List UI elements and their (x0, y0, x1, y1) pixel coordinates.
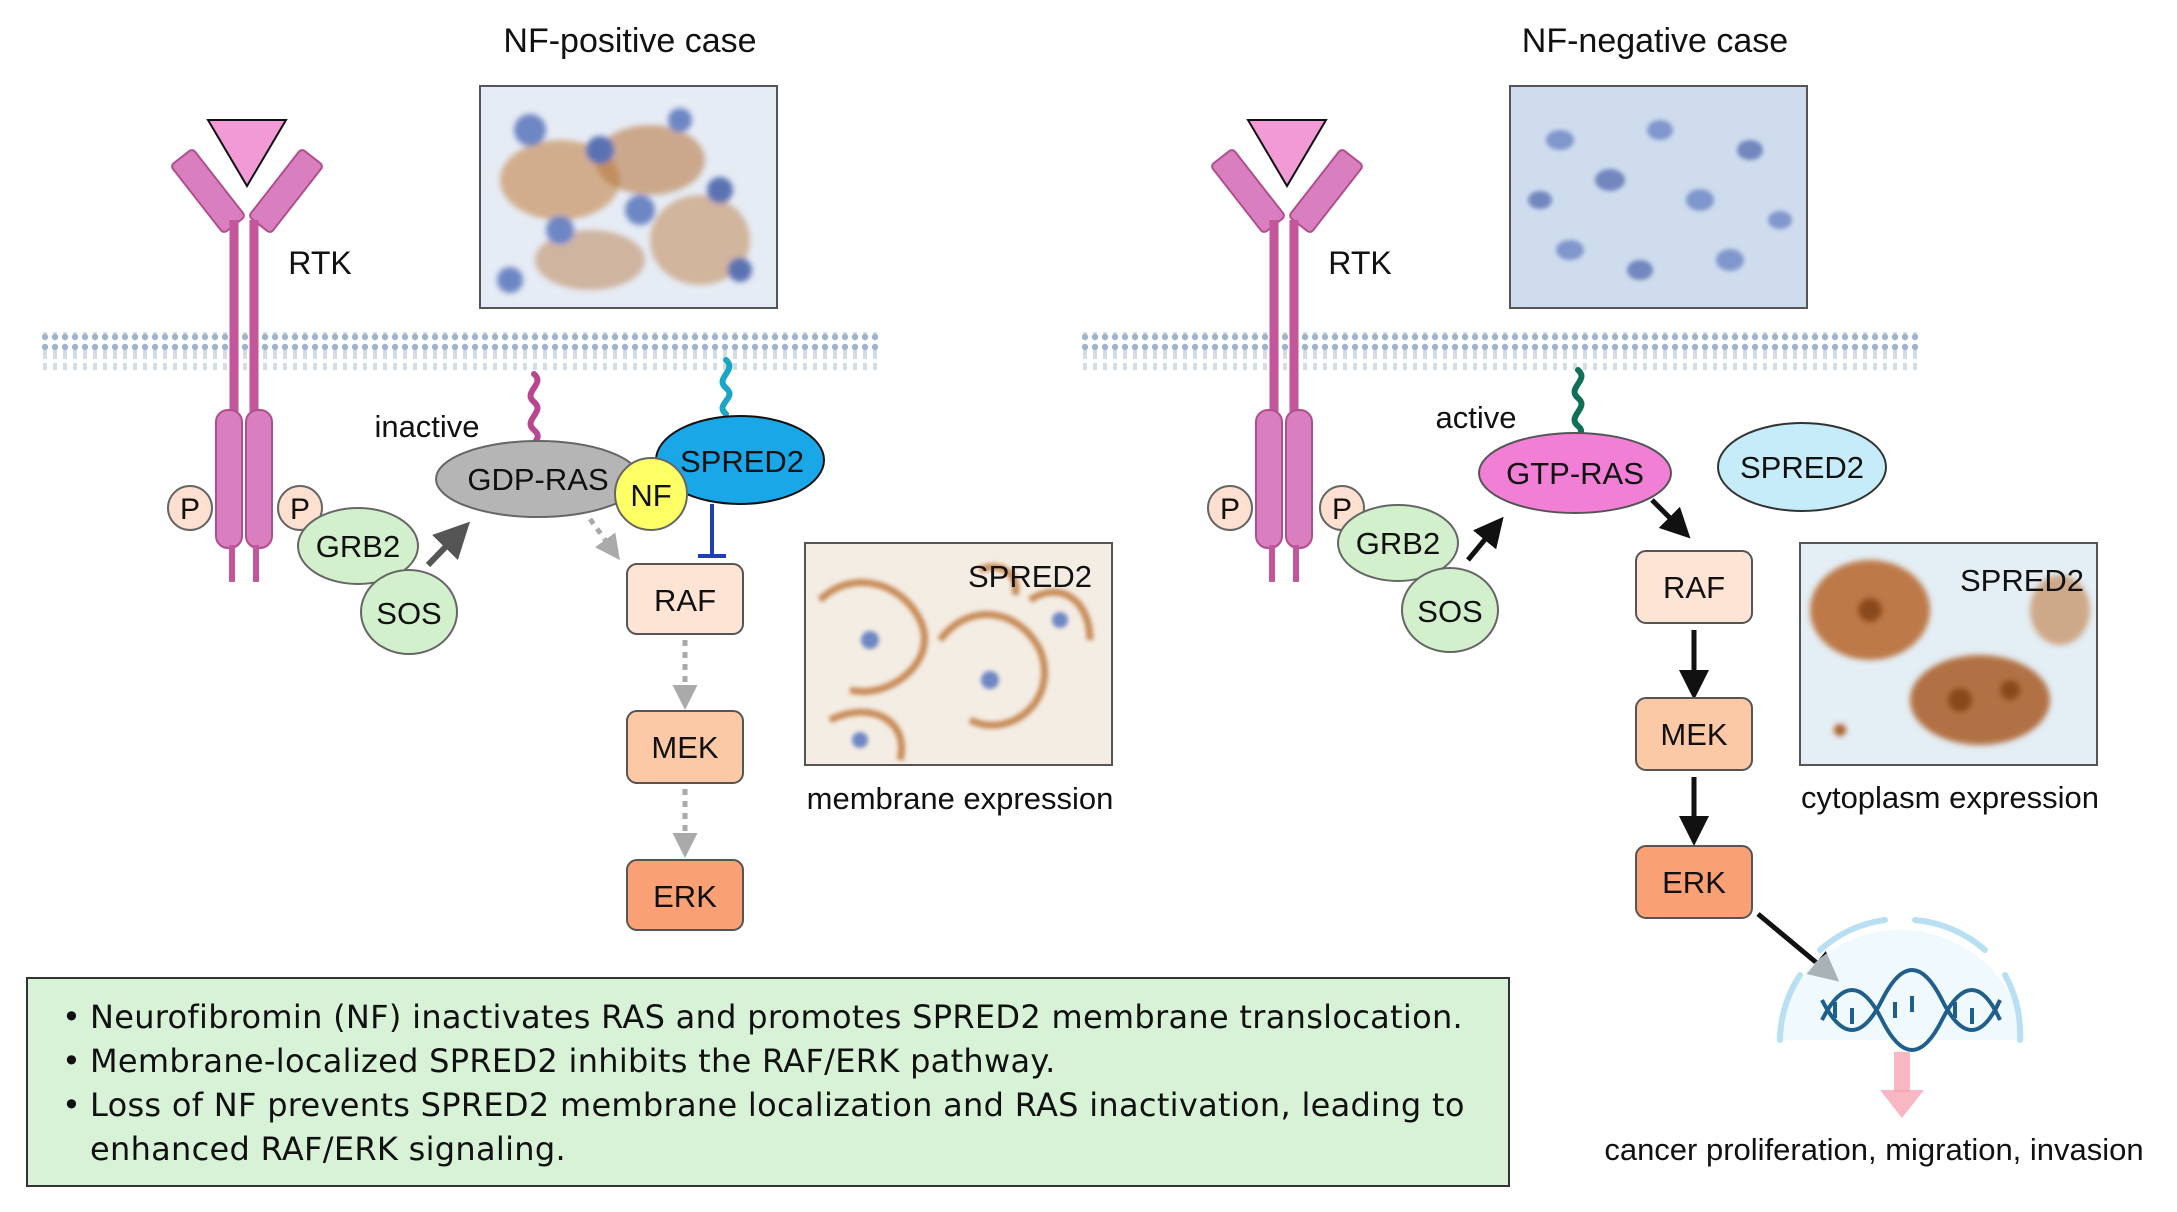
left-raf (626, 563, 744, 635)
left-micrograph-label: SPRED2 (968, 559, 1092, 594)
right-dna-icon (1820, 968, 2002, 1052)
right-outcome-label: cancer proliferation, migration, invasio… (1604, 1132, 2143, 1167)
right-rtk-label: RTK (1328, 245, 1391, 281)
right-ras-to-raf-arrow (1650, 498, 1691, 539)
right-phosphate-2-label: P (1332, 493, 1352, 526)
summary-item: Membrane-localized SPRED2 inhibits the R… (58, 1039, 1484, 1083)
left-phosphate-1-label: P (180, 493, 200, 526)
right-sos-label: SOS (1417, 594, 1482, 629)
right-sos (1401, 567, 1499, 653)
summary-item: Loss of NF prevents SPRED2 membrane loca… (58, 1083, 1484, 1171)
left-rtk-label: RTK (288, 245, 351, 281)
right-erk-label: ERK (1662, 865, 1726, 900)
left-phosphate-2-label: P (290, 493, 310, 526)
left-raf-label: RAF (654, 583, 716, 618)
right-phosphate-1 (1207, 485, 1253, 531)
right-ras-lipid-anchor (1571, 367, 1585, 443)
left-mek-label: MEK (651, 730, 719, 765)
right-ligand-icon (1246, 119, 1328, 188)
right-spred2-free (1717, 422, 1887, 512)
left-rtk-receptor-icon (171, 149, 323, 582)
left-cell-membrane (40, 332, 878, 370)
right-spred2-label: SPRED2 (1740, 450, 1864, 485)
left-grb2-label: GRB2 (316, 529, 400, 564)
left-spred2-membrane-micrograph (804, 542, 1113, 766)
summary-item: Neurofibromin (NF) inactivates RAS and p… (58, 995, 1484, 1039)
left-phosphate-2 (277, 485, 323, 531)
right-gtp-ras-label: GTP-RAS (1506, 456, 1644, 491)
right-mek (1635, 697, 1753, 771)
left-nf-ihc-micrograph (479, 85, 778, 309)
right-nucleus-icon (1775, 917, 2025, 1043)
right-panel: NF-negative case RTK P P GRB2 SOS active… (1082, 22, 2144, 1167)
right-nf-ihc-micrograph (1509, 85, 1808, 309)
left-ligand-icon (206, 119, 288, 188)
right-raf-label: RAF (1663, 570, 1725, 605)
right-spred2-cytoplasm-micrograph (1799, 542, 2098, 766)
right-erk (1635, 845, 1753, 919)
left-erk (626, 859, 744, 931)
right-raf (1635, 550, 1753, 624)
left-phosphate-1 (167, 485, 213, 531)
left-ras-to-raf-dashed-arrow (587, 517, 620, 561)
left-title: NF-positive case (503, 22, 756, 60)
right-micrograph-label: SPRED2 (1960, 563, 2084, 598)
left-nf-label: NF (630, 478, 671, 513)
right-grb2 (1337, 504, 1459, 582)
right-micrograph-caption: cytoplasm expression (1801, 780, 2099, 815)
left-erk-label: ERK (653, 879, 717, 914)
right-sos-to-ras-arrow (1466, 516, 1504, 562)
left-spred2-label: SPRED2 (680, 444, 804, 479)
right-mek-label: MEK (1660, 717, 1728, 752)
left-spred2-lipid-anchor (719, 357, 733, 417)
left-sos-to-ras-arrow (425, 521, 471, 568)
right-phosphate-1-label: P (1220, 493, 1240, 526)
left-mek (626, 710, 744, 784)
summary-box: Neurofibromin (NF) inactivates RAS and p… (26, 977, 1510, 1187)
right-cell-membrane (1082, 332, 1920, 370)
right-gtp-ras (1478, 432, 1672, 514)
right-outcome-arrow-icon (1880, 1052, 1924, 1118)
summary-list: Neurofibromin (NF) inactivates RAS and p… (58, 995, 1484, 1171)
left-gdp-ras-label: GDP-RAS (467, 462, 608, 497)
left-nf (614, 457, 688, 531)
left-micrograph-caption: membrane expression (807, 781, 1114, 816)
right-grb2-label: GRB2 (1356, 526, 1440, 561)
right-title: NF-negative case (1522, 22, 1788, 60)
right-ras-state-label: active (1436, 400, 1517, 435)
left-panel: NF-positive case RTK P P GRB2 SOS (40, 22, 1114, 931)
left-sos (360, 569, 458, 655)
right-rtk-receptor-icon (1211, 149, 1363, 582)
left-sos-label: SOS (376, 596, 441, 631)
left-ras-state-label: inactive (374, 409, 479, 444)
left-grb2 (297, 507, 419, 585)
